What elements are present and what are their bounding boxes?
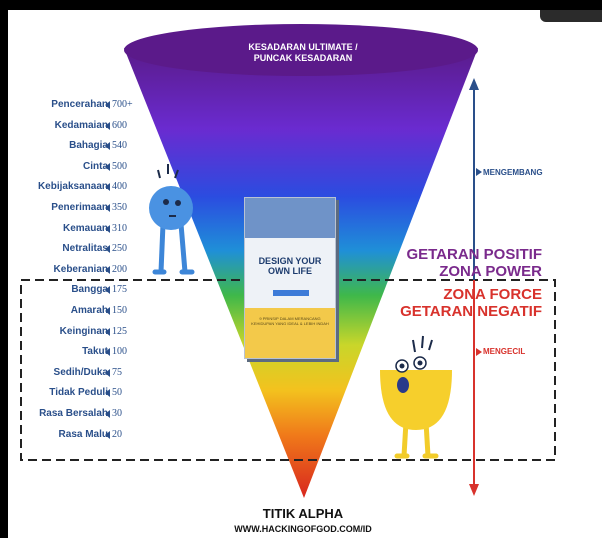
scale-arrow-icon bbox=[105, 307, 110, 315]
scale-value: 540 bbox=[112, 140, 127, 151]
side-arrow-up-head bbox=[469, 78, 479, 90]
scale-value: 350 bbox=[112, 202, 127, 213]
book-subtitle: 9 PRINSIP DALAM MERANCANG KEHIDUPAN YANG… bbox=[251, 316, 329, 326]
funnel-top-ellipse bbox=[124, 24, 478, 76]
scale-value: 125 bbox=[112, 326, 127, 337]
funnel-header: KESADARAN ULTIMATE / PUNCAK KESADARAN bbox=[198, 42, 408, 64]
scale-value: 30 bbox=[112, 408, 122, 419]
expand-marker bbox=[476, 168, 482, 176]
book-cover-image: DESIGN YOUR OWN LIFE 9 PRINSIP DALAM MER… bbox=[244, 197, 342, 359]
scale-arrow-icon bbox=[105, 163, 110, 171]
blue-character-icon bbox=[149, 164, 195, 275]
shrink-marker bbox=[476, 348, 482, 356]
scale-value: 200 bbox=[112, 264, 127, 275]
scale-value: 250 bbox=[112, 243, 127, 254]
shrink-label: MENGECIL bbox=[483, 347, 526, 356]
scale-label: Kemauan bbox=[62, 223, 108, 234]
negative-zone-label: ZONA FORCE GETARAN NEGATIF bbox=[364, 286, 542, 320]
scale-value: 100 bbox=[112, 346, 127, 357]
yellow-character-icon bbox=[380, 335, 452, 459]
scale-arrow-icon bbox=[105, 204, 110, 212]
scale-label: Bangga bbox=[71, 284, 108, 295]
scale-arrow-icon bbox=[105, 286, 110, 294]
scale-arrow-icon bbox=[105, 225, 110, 233]
scale-label: Rasa Malu bbox=[58, 429, 108, 440]
negative-zone-line2: GETARAN NEGATIF bbox=[400, 303, 542, 320]
scale-value: 400 bbox=[112, 181, 127, 192]
book-bottom-band bbox=[245, 308, 335, 358]
scale-label: Tidak Peduli bbox=[49, 387, 108, 398]
scale-arrow-icon bbox=[105, 328, 110, 336]
scale-label: Rasa Bersalah bbox=[39, 408, 108, 419]
scale-label: Kebijaksanaan bbox=[37, 181, 108, 192]
scale-label: Keberanian bbox=[53, 264, 108, 275]
book-band bbox=[245, 198, 335, 238]
funnel-header-line2: PUNCAK KESADARAN bbox=[253, 53, 353, 63]
scale-label: Keinginan bbox=[59, 326, 108, 337]
scale-label: Takut bbox=[82, 346, 108, 357]
scale-arrow-icon bbox=[105, 245, 110, 253]
scale-value: 50 bbox=[112, 387, 122, 398]
book-title: DESIGN YOUR OWN LIFE bbox=[251, 256, 329, 276]
scale-arrow-icon bbox=[105, 348, 110, 356]
scale-value: 20 bbox=[112, 429, 122, 440]
scale-arrow-icon bbox=[105, 122, 110, 130]
footer-url: WWW.HACKINGOFGOD.COM/ID bbox=[234, 524, 372, 534]
positive-zone-line2: ZONA POWER bbox=[439, 263, 542, 280]
side-arrow-down-head bbox=[469, 484, 479, 496]
scale-arrow-icon bbox=[105, 369, 110, 377]
scale-value: 150 bbox=[112, 305, 127, 316]
book-title-line2: OWN LIFE bbox=[268, 266, 312, 276]
window-corner-tab bbox=[540, 10, 602, 22]
scale-value: 175 bbox=[112, 284, 127, 295]
scale-value: 700+ bbox=[112, 99, 133, 110]
diagram-canvas: KESADARAN ULTIMATE / PUNCAK KESADARAN DE… bbox=[8, 10, 602, 538]
scale-arrow-icon bbox=[105, 431, 110, 439]
scale-arrow-icon bbox=[105, 142, 110, 150]
positive-zone-line1: GETARAN POSITIF bbox=[406, 246, 542, 263]
scale-label: Bahagia bbox=[69, 140, 108, 151]
scale-label: Penerimaan bbox=[51, 202, 108, 213]
scale-arrow-icon bbox=[105, 101, 110, 109]
scale-value: 75 bbox=[112, 367, 122, 378]
scale-arrow-icon bbox=[105, 410, 110, 418]
footer-title: TITIK ALPHA bbox=[262, 506, 344, 521]
scale-arrow-icon bbox=[105, 183, 110, 191]
scale-label: Amarah bbox=[70, 305, 108, 316]
positive-zone-label: GETARAN POSITIF ZONA POWER bbox=[364, 246, 542, 280]
book-title-line1: DESIGN YOUR bbox=[258, 256, 322, 266]
book-button-shape bbox=[273, 290, 309, 296]
book-cover: DESIGN YOUR OWN LIFE 9 PRINSIP DALAM MER… bbox=[244, 197, 336, 359]
scale-label: Sedih/Duka bbox=[53, 367, 108, 378]
scale-value: 500 bbox=[112, 161, 127, 172]
scale-value: 600 bbox=[112, 120, 127, 131]
expand-label: MENGEMBANG bbox=[483, 168, 543, 177]
scale-arrow-icon bbox=[105, 389, 110, 397]
scale-label: Pencerahan bbox=[51, 99, 108, 110]
scale-label: Netralitas bbox=[62, 243, 108, 254]
negative-zone-line1: ZONA FORCE bbox=[443, 286, 542, 303]
scale-arrow-icon bbox=[105, 266, 110, 274]
scale-label: Kedamaian bbox=[54, 120, 108, 131]
funnel-header-line1: KESADARAN ULTIMATE / bbox=[248, 42, 358, 52]
scale-value: 310 bbox=[112, 223, 127, 234]
scale-label: Cinta bbox=[83, 161, 108, 172]
